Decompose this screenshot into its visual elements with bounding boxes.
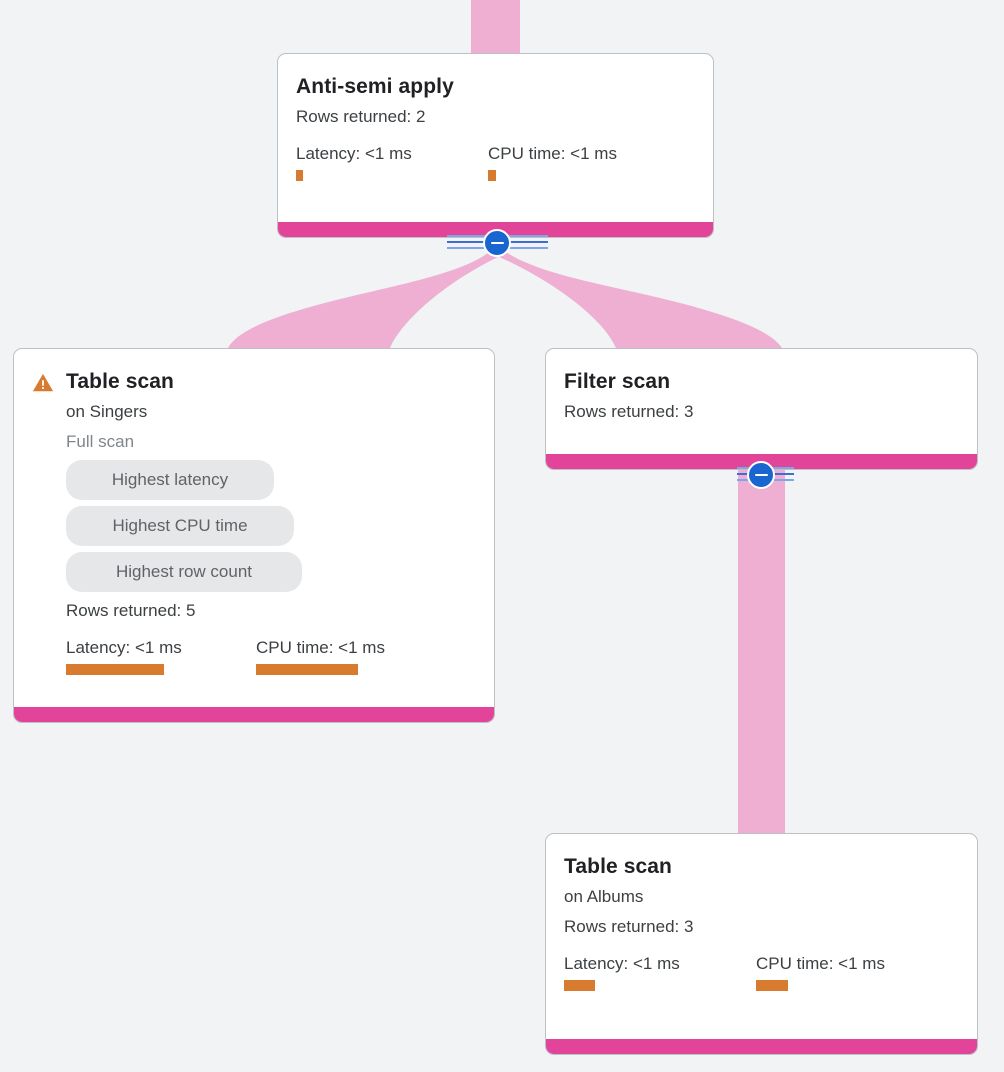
scan-type: Full scan xyxy=(66,432,135,451)
latency-label: Latency: <1 ms xyxy=(296,144,412,163)
rows-returned: Rows returned: 5 xyxy=(66,601,196,620)
latency-bar xyxy=(296,170,303,181)
latency-metric: Latency: <1 ms xyxy=(564,953,756,991)
cpu-time-label: CPU time: <1 ms xyxy=(756,954,885,973)
node-accent-bar xyxy=(14,707,494,722)
node-subtitle: on Singers xyxy=(66,402,148,421)
node-table-scan-albums-header: Table scan xyxy=(564,854,959,880)
badge-list: Highest latency Highest CPU time Highest… xyxy=(66,460,476,592)
node-table-scan-singers-details: on Singers Full scan Highest latency Hig… xyxy=(32,399,476,675)
node-title: Anti-semi apply xyxy=(296,75,454,98)
node-filter-scan-body: Filter scan Rows returned: 3 xyxy=(546,349,977,441)
node-anti-semi-apply[interactable]: Anti-semi apply Rows returned: 2 Latency… xyxy=(277,53,714,238)
latency-bar xyxy=(564,980,595,991)
node-subtitle: on Albums xyxy=(564,887,644,906)
node-title: Table scan xyxy=(564,855,672,878)
collapse-toggle-filter-scan[interactable] xyxy=(747,461,775,489)
rows-returned: Rows returned: 3 xyxy=(564,917,694,936)
cpu-metric: CPU time: <1 ms xyxy=(488,143,617,181)
metrics-row: Latency: <1 ms CPU time: <1 ms xyxy=(564,953,959,991)
node-title: Table scan xyxy=(66,370,174,393)
cpu-time-bar xyxy=(256,664,358,675)
badge-highest-cpu-time: Highest CPU time xyxy=(66,506,294,546)
latency-metric: Latency: <1 ms xyxy=(296,143,488,181)
minus-icon xyxy=(490,241,504,245)
latency-label: Latency: <1 ms xyxy=(66,638,182,657)
node-table-scan-albums-body: Table scan on Albums Rows returned: 3 La… xyxy=(546,834,977,1007)
cpu-time-label: CPU time: <1 ms xyxy=(488,144,617,163)
cpu-metric: CPU time: <1 ms xyxy=(756,953,885,991)
metrics-row: Latency: <1 ms CPU time: <1 ms xyxy=(296,143,695,181)
cpu-time-bar xyxy=(488,170,496,181)
cpu-time-bar xyxy=(756,980,788,991)
node-accent-bar xyxy=(546,1039,977,1054)
node-filter-scan[interactable]: Filter scan Rows returned: 3 xyxy=(545,348,978,470)
badge-highest-row-count: Highest row count xyxy=(66,552,302,592)
latency-metric: Latency: <1 ms xyxy=(66,637,256,675)
node-anti-semi-apply-body: Anti-semi apply Rows returned: 2 Latency… xyxy=(278,54,713,197)
metrics-row: Latency: <1 ms CPU time: <1 ms xyxy=(66,637,476,675)
node-title: Filter scan xyxy=(564,370,671,393)
node-table-scan-singers-header: Table scan xyxy=(32,369,476,395)
node-table-scan-singers[interactable]: Table scan on Singers Full scan Highest … xyxy=(13,348,495,723)
edge-root-to-filter-scan xyxy=(497,250,782,348)
cpu-time-label: CPU time: <1 ms xyxy=(256,638,385,657)
cpu-metric: CPU time: <1 ms xyxy=(256,637,385,675)
node-table-scan-albums[interactable]: Table scan on Albums Rows returned: 3 La… xyxy=(545,833,978,1055)
collapse-toggle-anti-semi-apply[interactable] xyxy=(483,229,511,257)
node-anti-semi-apply-header: Anti-semi apply xyxy=(296,74,695,100)
rows-returned: Rows returned: 2 xyxy=(296,107,426,126)
rows-returned: Rows returned: 3 xyxy=(564,402,694,421)
minus-icon xyxy=(754,473,768,477)
node-filter-scan-header: Filter scan xyxy=(564,369,959,395)
node-table-scan-singers-body: Table scan on Singers Full scan Highest … xyxy=(14,349,494,691)
warning-triangle-icon xyxy=(32,373,54,392)
edge-incoming-root xyxy=(471,0,520,54)
latency-label: Latency: <1 ms xyxy=(564,954,680,973)
latency-bar xyxy=(66,664,164,675)
edge-filter-scan-to-table-scan-albums xyxy=(738,470,785,838)
badge-highest-latency: Highest latency xyxy=(66,460,274,500)
edge-root-to-table-scan-singers xyxy=(228,250,500,348)
